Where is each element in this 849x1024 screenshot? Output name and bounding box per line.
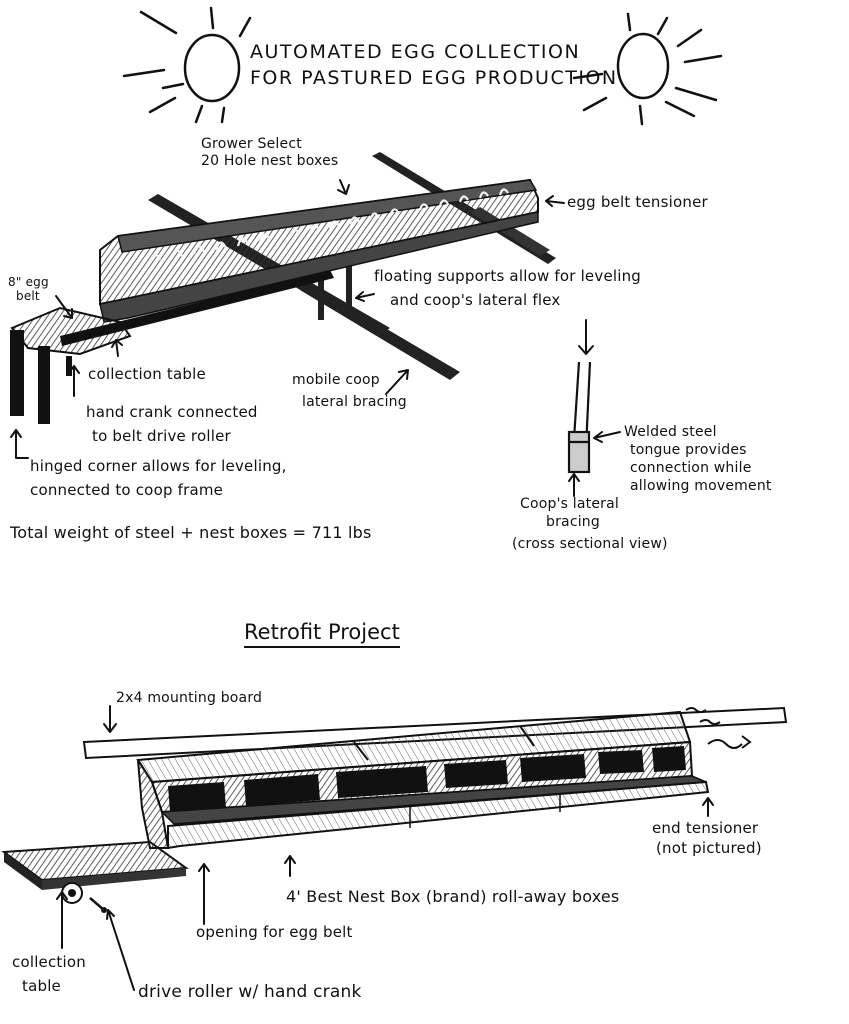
annotation-arrows-retrofit	[56, 705, 714, 991]
label-roll-away-boxes: 4' Best Nest Box (brand) roll-away boxes	[286, 887, 620, 906]
title-line-1: AUTOMATED EGG COLLECTION	[250, 41, 581, 63]
retrofit-nest-boxes	[136, 710, 710, 850]
label-tongue-1: Welded steel	[624, 424, 717, 440]
annotation-arrows-top	[10, 179, 621, 497]
label-bracing-section-2: bracing	[546, 514, 600, 530]
cross-section-view	[567, 361, 592, 474]
label-end-tensioner-2: (not pictured)	[656, 839, 762, 857]
label-floating-supports-1: floating supports allow for leveling	[374, 267, 642, 285]
nest-box-row	[99, 178, 539, 323]
label-nest-boxes-2: 20 Hole nest boxes	[201, 153, 339, 169]
label-mounting-board: 2x4 mounting board	[116, 690, 263, 706]
label-tongue-4: allowing movement	[630, 478, 772, 494]
sun-icon-right	[572, 12, 723, 126]
label-lateral-bracing-1: mobile coop	[292, 372, 380, 388]
label-tongue-2: tongue provides	[630, 442, 747, 458]
top-collection-table	[10, 270, 334, 424]
label-drive-roller: drive roller w/ hand crank	[138, 982, 362, 1002]
title-line-2: FOR PASTURED EGG PRODUCTION	[250, 67, 618, 89]
label-egg-belt-2: belt	[16, 289, 40, 303]
label-egg-belt-1: 8" egg	[8, 275, 49, 289]
label-nest-boxes-1: Grower Select	[201, 136, 302, 152]
label-egg-belt-tensioner: egg belt tensioner	[567, 193, 708, 211]
label-lateral-bracing-2: lateral bracing	[302, 394, 407, 410]
label-floating-supports-2: and coop's lateral flex	[390, 291, 561, 309]
retrofit-collection-table	[1, 840, 189, 913]
label-collection-table-top: collection table	[88, 365, 206, 383]
label-hand-crank-2: to belt drive roller	[92, 427, 231, 445]
sun-icon-left	[122, 6, 252, 124]
label-hinged-corner-2: connected to coop frame	[30, 481, 224, 499]
label-opening-egg-belt: opening for egg belt	[196, 923, 353, 941]
floating-supports	[318, 266, 352, 320]
label-collection-table-retrofit-2: table	[22, 977, 61, 995]
label-hinged-corner-1: hinged corner allows for leveling,	[30, 457, 287, 475]
label-bracing-section-1: Coop's lateral	[520, 496, 619, 512]
label-hand-crank-1: hand crank connected	[86, 403, 258, 421]
label-tongue-3: connection while	[630, 460, 752, 476]
label-bracing-section-3: (cross sectional view)	[512, 536, 668, 552]
label-collection-table-retrofit-1: collection	[12, 953, 86, 971]
retrofit-heading: Retrofit Project	[244, 620, 400, 648]
label-total-weight: Total weight of steel + nest boxes = 711…	[10, 523, 372, 542]
label-end-tensioner-1: end tensioner	[652, 819, 759, 837]
